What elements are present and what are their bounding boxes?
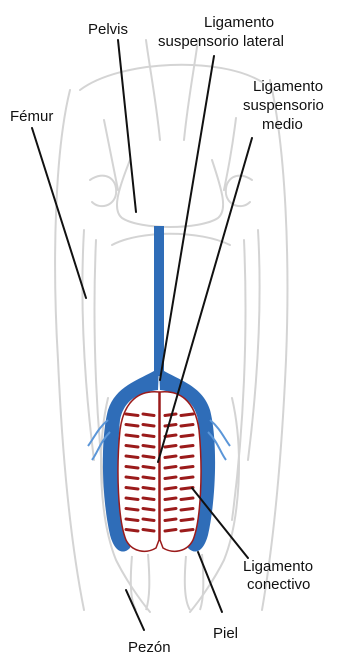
- fold-mark-right: [165, 519, 176, 521]
- fold-mark-right: [165, 456, 176, 458]
- lateral-ligament-leader: [160, 56, 214, 380]
- label-lateral-ligament-line2: suspensorio lateral: [158, 33, 284, 50]
- fold-mark-left: [143, 425, 154, 427]
- fold-mark-left: [143, 414, 154, 416]
- fold-mark-right: [165, 477, 176, 479]
- fold-mark-right: [181, 498, 193, 500]
- fold-mark-left: [126, 498, 138, 500]
- fold-mark-right: [165, 488, 176, 490]
- teat-leader: [126, 590, 144, 630]
- fold-mark-left: [143, 477, 154, 479]
- fold-mark-left: [143, 509, 154, 511]
- right-femur-shaft: [248, 230, 260, 460]
- pelvis-outline: [117, 160, 223, 227]
- fold-mark-left: [126, 519, 138, 521]
- fold-mark-left: [143, 435, 154, 437]
- label-connective-ligament-line2: conectivo: [247, 576, 310, 593]
- left-leg-outline: [55, 90, 84, 610]
- fold-mark-right: [181, 509, 193, 511]
- fold-mark-left: [143, 467, 154, 469]
- label-medial-ligament-line1: Ligamento: [253, 78, 323, 95]
- fold-mark-left: [126, 425, 138, 427]
- fold-mark-left: [143, 456, 154, 458]
- fold-mark-left: [143, 519, 154, 521]
- label-medial-ligament-line3: medio: [262, 116, 303, 133]
- fold-mark-right: [165, 530, 176, 532]
- left-femur-shaft: [82, 230, 94, 460]
- left-hip-joint: [90, 176, 116, 207]
- label-connective-ligament-line1: Ligamento: [243, 558, 313, 575]
- right-leg-outline: [262, 80, 287, 610]
- right-teat: [185, 554, 204, 610]
- fold-mark-left: [143, 530, 154, 532]
- label-medial-ligament-line2: suspensorio: [243, 97, 324, 114]
- fold-mark-left: [126, 509, 138, 511]
- back-outline: [80, 65, 262, 90]
- fold-mark-right: [165, 446, 176, 448]
- fold-mark-right: [181, 530, 193, 532]
- fold-mark-left: [143, 498, 154, 500]
- fold-mark-left: [126, 414, 138, 416]
- label-pelvis: Pelvis: [88, 21, 128, 38]
- label-skin: Piel: [213, 625, 238, 642]
- tail-base-outline: [146, 40, 198, 140]
- fold-mark-right: [165, 467, 176, 469]
- fold-mark-right: [181, 519, 193, 521]
- fold-mark-right: [181, 477, 193, 479]
- fold-mark-right: [165, 509, 176, 511]
- fold-mark-right: [181, 414, 193, 416]
- fold-mark-left: [143, 488, 154, 490]
- fold-mark-left: [126, 446, 138, 448]
- fold-mark-right: [181, 435, 193, 437]
- fold-mark-right: [165, 425, 176, 427]
- fold-mark-right: [181, 467, 193, 469]
- left-teat: [131, 554, 150, 610]
- pelvis-bridge: [112, 234, 230, 245]
- medial-ligament-stalk: [154, 226, 164, 376]
- fold-mark-right: [181, 456, 193, 458]
- label-lateral-ligament-line1: Ligamento: [204, 14, 274, 31]
- fold-mark-right: [181, 446, 193, 448]
- fold-mark-left: [126, 435, 138, 437]
- fold-mark-right: [181, 425, 193, 427]
- fold-mark-left: [126, 467, 138, 469]
- fold-mark-left: [126, 488, 138, 490]
- fold-mark-left: [126, 456, 138, 458]
- udder: [118, 392, 201, 552]
- label-teat: Pezón: [128, 639, 171, 656]
- fold-mark-left: [126, 530, 138, 532]
- fold-mark-left: [143, 446, 154, 448]
- fold-mark-right: [165, 414, 176, 416]
- fold-mark-right: [165, 498, 176, 500]
- fold-mark-left: [126, 477, 138, 479]
- label-femur: Fémur: [10, 108, 53, 125]
